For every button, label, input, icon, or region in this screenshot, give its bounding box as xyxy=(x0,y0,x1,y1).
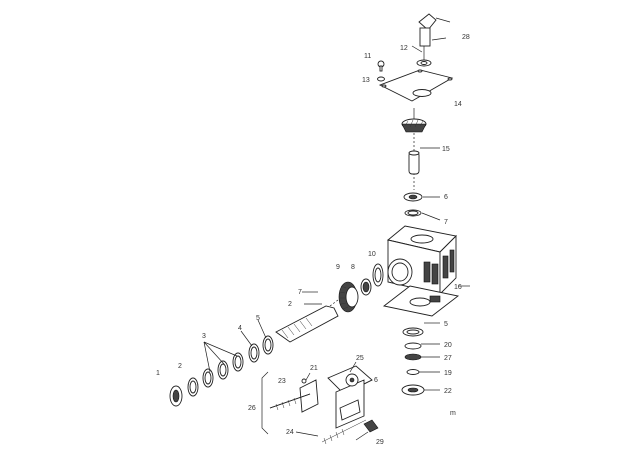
callout-23: 23 xyxy=(278,378,286,385)
callout-9: 9 xyxy=(336,264,340,271)
callout-21: 21 xyxy=(310,365,318,372)
vertical-shaft xyxy=(408,133,440,190)
vent-plug xyxy=(418,13,451,47)
callout-16: 16 xyxy=(454,284,462,291)
callout-14: 14 xyxy=(454,101,462,108)
callout-28: 28 xyxy=(462,34,470,41)
callout-1: 1 xyxy=(156,370,160,377)
callout-25: 25 xyxy=(356,355,364,362)
lower-output-stack xyxy=(401,322,440,396)
callout-13: 13 xyxy=(362,77,370,84)
callout-6b: 6 xyxy=(374,377,378,384)
upper-bearing xyxy=(403,192,441,221)
callout-7a: 7 xyxy=(444,219,448,226)
callout-labels: 28 11 12 13 14 15 6 7 10 9 8 7 16 2 5 5 … xyxy=(156,34,470,446)
callout-4: 4 xyxy=(238,325,242,332)
shaft-seal-stack xyxy=(169,319,274,407)
callout-10: 10 xyxy=(368,251,376,258)
gearbox-housing xyxy=(382,225,470,317)
callout-29: 29 xyxy=(376,439,384,446)
callout-19: 19 xyxy=(444,370,452,377)
mounting-bracket-group xyxy=(261,361,379,445)
callout-24: 24 xyxy=(286,429,294,436)
callout-5b: 5 xyxy=(256,315,260,322)
input-shaft xyxy=(275,291,339,343)
callout-26: 26 xyxy=(248,405,256,412)
callout-5a: 5 xyxy=(444,321,448,328)
callout-2b: 2 xyxy=(178,363,182,370)
callout-12: 12 xyxy=(400,45,408,52)
callout-3: 3 xyxy=(202,333,206,340)
callout-20: 20 xyxy=(444,342,452,349)
callout-11: 11 xyxy=(364,53,371,60)
callout-8: 8 xyxy=(351,264,355,271)
callout-15: 15 xyxy=(442,146,450,153)
input-bevel-gear xyxy=(338,281,359,313)
callout-6a: 6 xyxy=(444,194,448,201)
corner-note: m xyxy=(450,410,456,417)
cover-plate xyxy=(378,45,454,102)
callout-2a: 2 xyxy=(288,301,292,308)
callout-27: 27 xyxy=(444,355,452,362)
callout-7b: 7 xyxy=(298,289,302,296)
upper-bevel-gear xyxy=(401,108,427,133)
callout-22: 22 xyxy=(444,388,452,395)
cover-screw xyxy=(377,60,385,82)
input-bearing-stack xyxy=(360,263,384,296)
